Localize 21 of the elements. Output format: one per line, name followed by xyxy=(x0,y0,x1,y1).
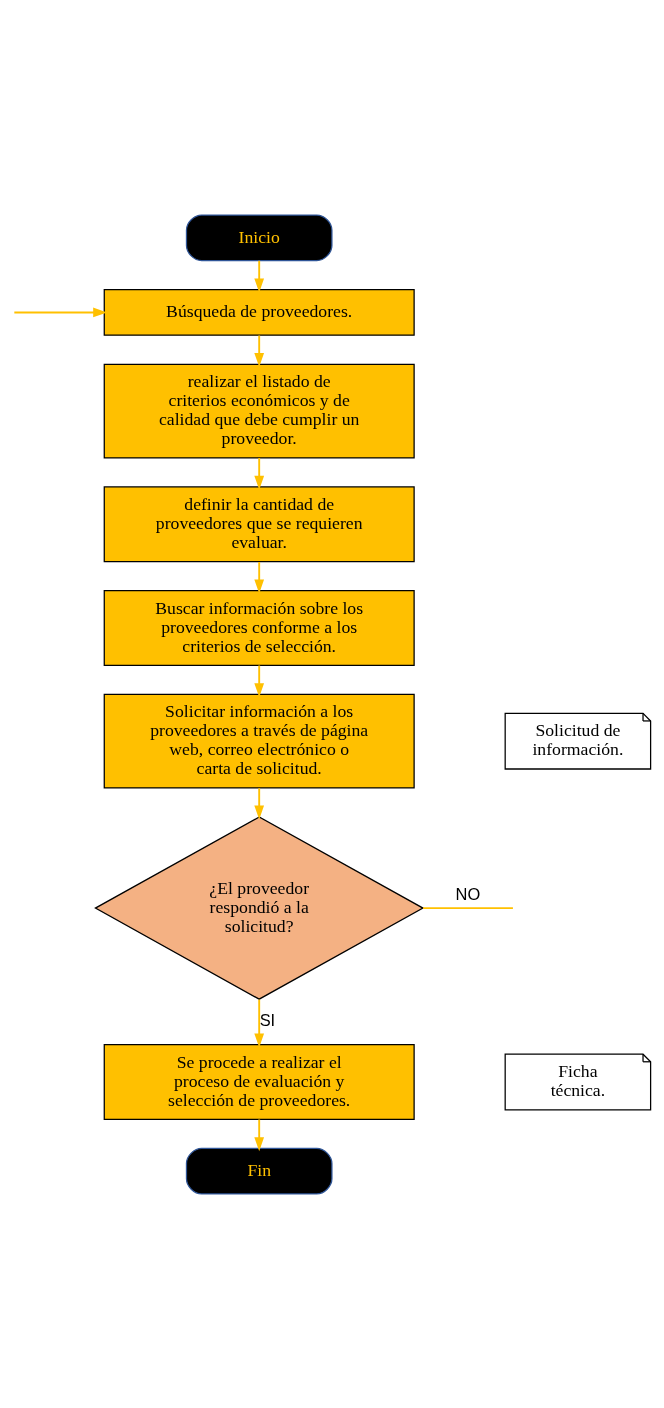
edge-label: NO xyxy=(455,884,481,903)
node-box: definir la cantidad de proveedores que se requieren evaluar. xyxy=(103,485,415,562)
arrow xyxy=(254,664,265,697)
arrow xyxy=(254,259,265,292)
arrow xyxy=(254,786,265,819)
arrow xyxy=(13,307,108,317)
arrow xyxy=(254,560,265,593)
node-box: Búsqueda de proveedores. xyxy=(103,288,415,336)
node-box: realizar el listado de criterios económicos y de calidad que debe cumplir un proveedor. xyxy=(103,363,415,458)
node-diamond: ¿El proveedor respondió a la solicitud? xyxy=(94,815,425,1000)
arrow xyxy=(254,1118,265,1151)
connector xyxy=(422,906,514,909)
arrow xyxy=(254,998,265,1047)
node-box: Se procede a realizar el proceso de evaluación y selección de proveedores. xyxy=(103,1043,415,1120)
arrow xyxy=(254,334,265,367)
edge-label: SI xyxy=(259,1010,276,1029)
arrow xyxy=(254,456,265,490)
node-box: Buscar información sobre los proveedores conforme a los criterios de selección. xyxy=(103,589,415,666)
node-box: Solicitar información a los proveedores a través de página web, correo electrónico o carta de solicitud. xyxy=(103,693,415,789)
node-box: Inicio xyxy=(185,213,333,261)
node-box: Fin xyxy=(185,1147,333,1195)
